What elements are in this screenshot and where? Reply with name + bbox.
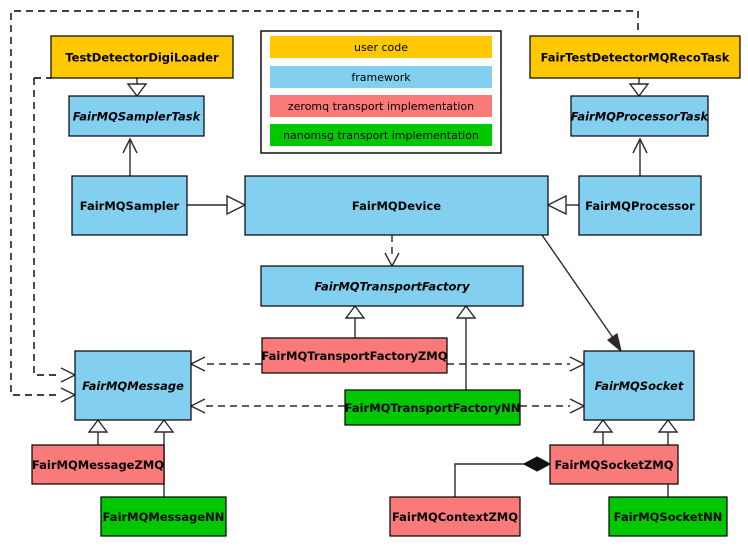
node-box-testdetectordigiloader[interactable]: [50, 35, 234, 79]
node-fairmqsocket[interactable]: FairMQSocket: [583, 350, 695, 421]
node-fairmqmessage[interactable]: FairMQMessage: [74, 350, 192, 421]
node-box-fairmqtransportfactoryzmq[interactable]: [261, 337, 448, 374]
node-box-fairmqsocketzmq[interactable]: [549, 444, 679, 485]
edge-messagezmq-message: [87, 418, 109, 445]
node-testdetectordigiloader[interactable]: TestDetectorDigiLoader: [50, 35, 234, 79]
node-label-fairmqprocessortask: FairMQProcessorTask: [571, 110, 710, 124]
node-box-fairmqmessage[interactable]: [74, 350, 192, 421]
node-label-testdetectordigiloader: TestDetectorDigiLoader: [65, 51, 219, 65]
node-label-fairmqsocketzmq: FairMQSocketZMQ: [555, 458, 674, 472]
legend: user code framework zeromq transport imp…: [260, 30, 502, 154]
node-fairmqcontextzmq[interactable]: FairMQContextZMQ: [389, 496, 521, 537]
routed-dependency-inner: [33, 78, 60, 376]
node-box-fairmqcontextzmq[interactable]: [389, 496, 521, 537]
node-fairmqsocketzmq[interactable]: FairMQSocketZMQ: [549, 444, 679, 485]
node-label-fairmqsocket: FairMQSocket: [595, 379, 684, 393]
node-fairmqsocketnn[interactable]: FairMQSocketNN: [608, 496, 728, 537]
arrowhead-open-message-upper: [60, 367, 77, 383]
edge-socketzmq-contextzmq: [454, 456, 552, 497]
node-box-fairmqmessagezmq[interactable]: [31, 444, 165, 485]
edge-tfnn-socket: [520, 398, 586, 414]
legend-swatch-zeromq: [270, 95, 492, 117]
arrowhead-open-message-lower: [60, 387, 77, 403]
node-label-fairmqtransportfactoryzmq: FairMQTransportFactoryZMQ: [261, 349, 447, 363]
edge-device-transportfactory: [384, 235, 400, 268]
edge-samplertask-sampler: [122, 137, 138, 176]
legend-swatch-framework: [270, 66, 492, 88]
node-label-fairmqtransportfactory: FairMQTransportFactory: [314, 280, 470, 294]
node-label-fairtestdetectormqrecotask: FairTestDetectorMQRecoTask: [541, 51, 730, 65]
edge-processor-device: [546, 194, 579, 216]
node-label-fairmqtransportfactorynn: FairMQTransportFactoryNN: [345, 401, 521, 415]
edge-digiloader-samplertask: [126, 78, 148, 98]
node-fairtestdetectormqrecotask[interactable]: FairTestDetectorMQRecoTask: [529, 35, 741, 79]
legend-item-user-code: user code: [270, 36, 492, 58]
legend-label-framework: framework: [351, 71, 411, 84]
legend-label-nanomsg: nanomsg transport implementation: [283, 129, 479, 142]
edge-processortask-processor: [632, 137, 648, 176]
edge-socketzmq-socket: [592, 418, 614, 445]
node-box-fairmqtransportfactory[interactable]: [260, 265, 524, 307]
edge-tfnn-message: [189, 398, 345, 414]
legend-swatch-nanomsg: [270, 124, 492, 146]
legend-item-nanomsg: nanomsg transport implementation: [270, 124, 492, 146]
node-fairmqtransportfactory[interactable]: FairMQTransportFactory: [260, 265, 524, 307]
node-box-fairmqsampler[interactable]: [71, 175, 188, 236]
legend-label-zeromq: zeromq transport implementation: [288, 100, 474, 113]
node-label-fairmqsamplertask: FairMQSamplerTask: [73, 110, 202, 124]
node-fairmqtransportfactorynn[interactable]: FairMQTransportFactoryNN: [344, 389, 521, 426]
node-label-fairmqmessage: FairMQMessage: [82, 379, 184, 393]
node-box-fairtestdetectormqrecotask[interactable]: [529, 35, 741, 79]
legend-item-zeromq: zeromq transport implementation: [270, 95, 492, 117]
node-fairmqprocessor[interactable]: FairMQProcessor: [578, 175, 702, 236]
legend-swatch-user-code: [270, 36, 492, 58]
node-fairmqmessagezmq[interactable]: FairMQMessageZMQ: [31, 444, 165, 485]
node-box-fairmqmessagenn[interactable]: [100, 496, 227, 537]
node-box-fairmqsocketnn[interactable]: [608, 496, 728, 537]
edge-tfzmq-socket: [447, 356, 586, 372]
node-fairmqmessagenn[interactable]: FairMQMessageNN: [100, 496, 227, 537]
legend-item-framework: framework: [270, 66, 492, 88]
node-box-fairmqsamplertask[interactable]: [68, 95, 205, 137]
edge-recotask-processortask: [628, 78, 650, 98]
node-fairmqsampler[interactable]: FairMQSampler: [71, 175, 188, 236]
node-box-fairmqdevice[interactable]: [244, 175, 549, 236]
edge-sampler-device: [187, 194, 247, 216]
legend-label-user-code: user code: [354, 41, 408, 54]
node-box-fairmqprocessor[interactable]: [578, 175, 702, 236]
node-box-fairmqprocessortask[interactable]: [570, 95, 709, 137]
node-fairmqprocessortask[interactable]: FairMQProcessorTask: [570, 95, 710, 137]
edge-tfnn-transportfactory: [455, 304, 477, 390]
node-label-fairmqsampler: FairMQSampler: [80, 199, 180, 213]
edge-tfzmq-transportfactory: [344, 304, 366, 338]
routed-dependency-outer: [10, 10, 639, 396]
node-box-fairmqtransportfactorynn[interactable]: [344, 389, 521, 426]
node-label-fairmqmessagezmq: FairMQMessageZMQ: [32, 458, 164, 472]
node-fairmqdevice[interactable]: FairMQDevice: [244, 175, 549, 236]
node-label-fairmqmessagenn: FairMQMessageNN: [103, 510, 225, 524]
edge-device-socket: [541, 234, 623, 353]
node-label-fairmqdevice: FairMQDevice: [352, 199, 441, 213]
node-label-fairmqsocketnn: FairMQSocketNN: [614, 510, 723, 524]
node-label-fairmqprocessor: FairMQProcessor: [585, 199, 695, 213]
node-fairmqtransportfactoryzmq[interactable]: FairMQTransportFactoryZMQ: [261, 337, 448, 374]
node-fairmqsamplertask[interactable]: FairMQSamplerTask: [68, 95, 205, 137]
node-box-fairmqsocket[interactable]: [583, 350, 695, 421]
node-label-fairmqcontextzmq: FairMQContextZMQ: [392, 510, 518, 524]
edge-tfzmq-message: [189, 356, 262, 372]
